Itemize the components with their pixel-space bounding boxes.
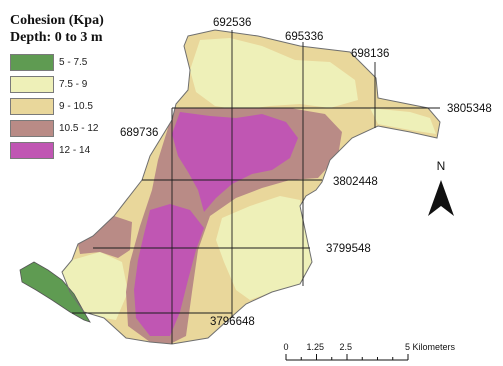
scale-bar-label: 1.25 xyxy=(306,342,325,352)
legend-item-label: 10.5 - 12 xyxy=(59,123,99,134)
legend-swatch xyxy=(10,120,54,137)
zone-12-14-south xyxy=(134,204,204,336)
legend-item: 10.5 - 12 xyxy=(10,119,104,138)
north-arrow-left-half xyxy=(428,180,441,216)
north-arrow-right-half xyxy=(441,180,454,216)
scale-bar: 0 1.25 2.5 5 Kilometers xyxy=(280,342,460,362)
zone-5-7.5 xyxy=(19,261,91,323)
legend-swatch xyxy=(10,98,54,115)
legend-item-label: 7.5 - 9 xyxy=(59,79,88,90)
zone-7.5-9-east xyxy=(370,108,436,134)
scale-bar-label: 0 xyxy=(283,342,289,352)
legend-item-label: 9 - 10.5 xyxy=(59,101,93,112)
legend-item: 9 - 10.5 xyxy=(10,97,104,116)
easting-label-695336: 695336 xyxy=(285,31,324,43)
legend-item: 5 - 7.5 xyxy=(10,53,104,72)
northing-label-3796648: 3796648 xyxy=(210,316,255,328)
easting-label-689736: 689736 xyxy=(120,127,159,139)
legend-title: Cohesion (Kpa) xyxy=(10,13,104,28)
northing-label-3802448: 3802448 xyxy=(333,176,378,188)
scale-bar-label: 5 Kilometers xyxy=(405,342,456,352)
legend-item: 7.5 - 9 xyxy=(10,75,104,94)
legend-item-label: 5 - 7.5 xyxy=(59,57,88,68)
northing-label-3799548: 3799548 xyxy=(326,243,371,255)
zone-10.5-12-west xyxy=(78,216,132,258)
easting-label-692536: 692536 xyxy=(213,17,252,29)
legend-item: 12 - 14 xyxy=(10,141,104,160)
legend-items: 5 - 7.5 7.5 - 9 9 - 10.5 10.5 - 12 12 - 14 xyxy=(10,53,104,160)
easting-label-698136: 698136 xyxy=(351,48,390,60)
scale-bar-graphic xyxy=(285,354,409,361)
legend-subtitle: Depth: 0 to 3 m xyxy=(10,30,103,45)
coordinate-grid xyxy=(72,30,440,344)
legend-swatch xyxy=(10,54,54,71)
northing-label-3805348: 3805348 xyxy=(447,103,492,115)
legend: Cohesion (Kpa) Depth: 0 to 3 m 5 - 7.5 7.… xyxy=(10,12,104,163)
zone-12-14-north xyxy=(172,112,298,212)
north-arrow-label: N xyxy=(437,159,446,173)
scale-bar-label: 2.5 xyxy=(339,342,353,352)
legend-item-label: 12 - 14 xyxy=(59,145,91,156)
legend-swatch xyxy=(10,76,54,93)
legend-swatch xyxy=(10,142,54,159)
north-arrow: N xyxy=(428,159,454,216)
